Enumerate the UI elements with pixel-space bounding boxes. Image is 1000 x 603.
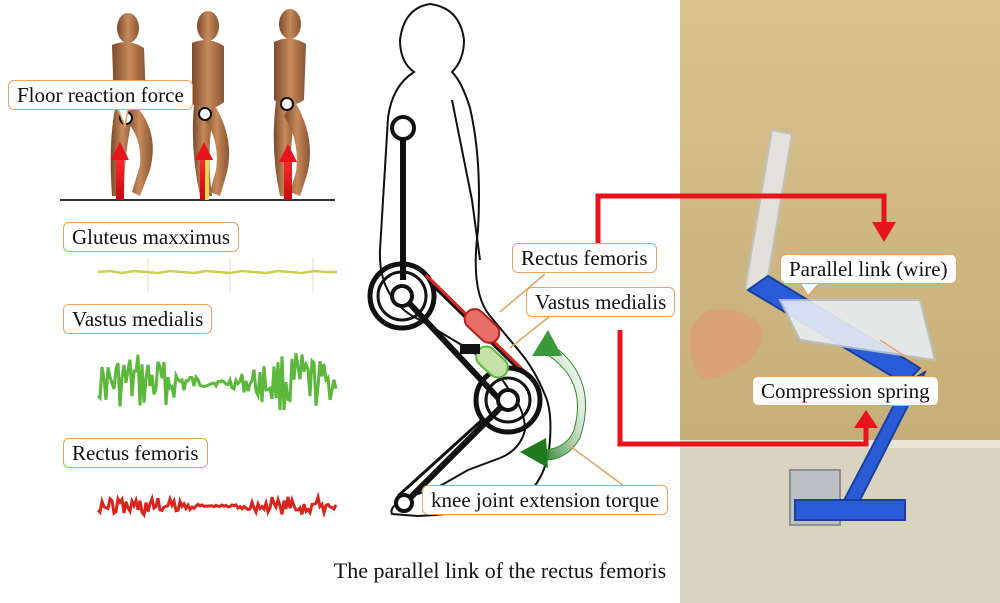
floor-force-arrow-icon xyxy=(195,142,213,200)
gluteus-signal xyxy=(97,258,337,292)
compression-spring-arrow xyxy=(617,330,878,447)
floor-reaction-label: Floor reaction force xyxy=(8,80,193,110)
ankle-joint-icon xyxy=(394,493,414,513)
com-marker-icon xyxy=(198,107,212,121)
parallel-link-label: Parallel link (wire) xyxy=(780,254,957,284)
rectus-signal xyxy=(96,491,338,519)
exoskeleton-link xyxy=(367,115,543,513)
parallel-link-arrow xyxy=(595,193,896,245)
knee-torque-label: knee joint extension torque xyxy=(422,485,669,515)
com-marker-icon xyxy=(280,97,294,111)
figure-caption: The parallel link of the rectus femoris xyxy=(333,558,667,583)
rectus-left-label: Rectus femoris xyxy=(63,438,208,468)
hip-joint-icon xyxy=(390,115,416,141)
runner-figure-2 xyxy=(192,11,230,196)
runner-figure-3 xyxy=(273,9,310,196)
rectus-center-label: Rectus femoris xyxy=(512,243,657,273)
compression-spring-label: Compression spring xyxy=(752,376,939,406)
vastus-center-label: Vastus medialis xyxy=(526,287,676,317)
vastus-left-label: Vastus medialis xyxy=(63,304,213,334)
robot-photo xyxy=(680,0,1000,603)
vastus-signal xyxy=(96,352,338,411)
gluteus-label: Gluteus maxximus xyxy=(63,222,240,252)
floor-force-arrow-icon xyxy=(279,144,297,200)
torque-arc-arrow-icon xyxy=(520,330,587,468)
floor-force-arrow-icon xyxy=(111,142,129,200)
